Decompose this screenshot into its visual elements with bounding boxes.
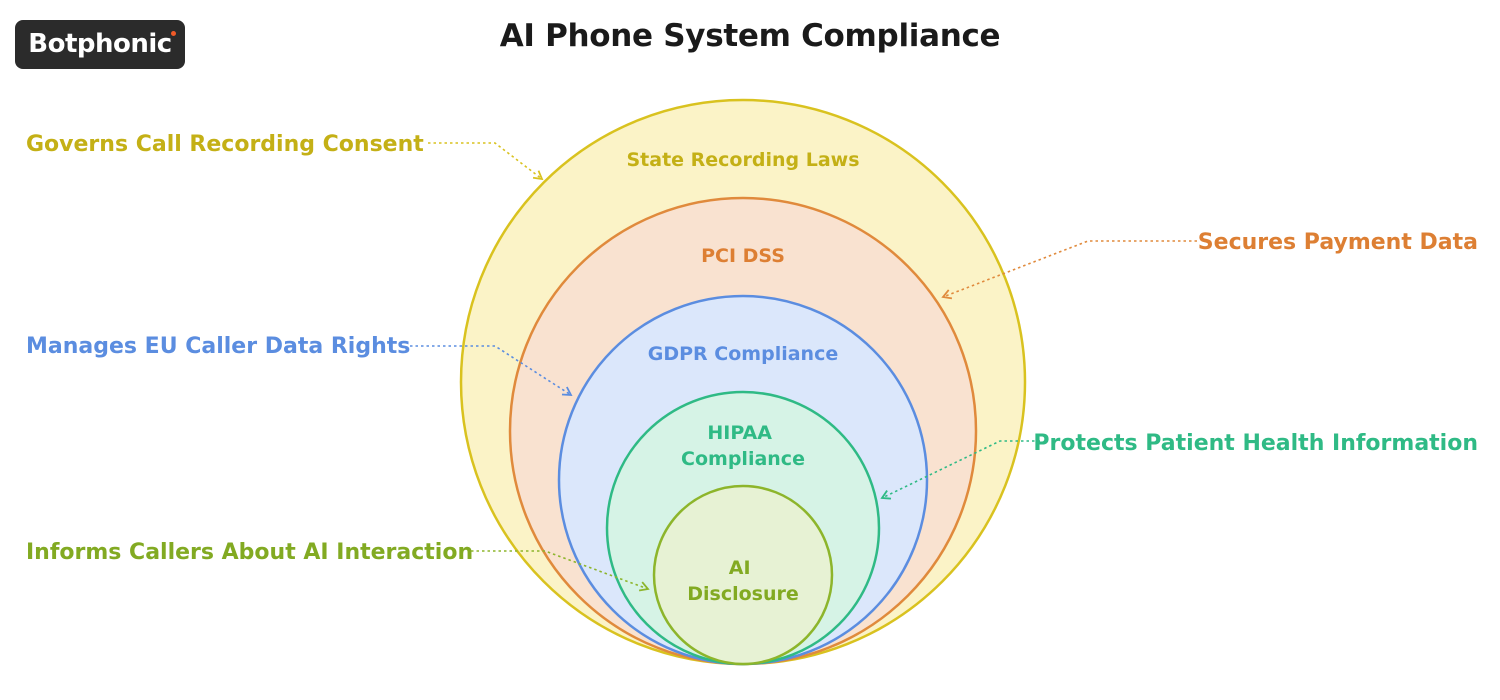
connector-hipaa-compliance xyxy=(880,440,1040,500)
label-state-recording-laws: State Recording Laws xyxy=(626,149,859,171)
label-ai-disclosure: AI Disclosure xyxy=(687,557,799,605)
label-gdpr-compliance: GDPR Compliance xyxy=(648,343,838,365)
connector-state-recording-laws xyxy=(428,142,544,181)
page-title: AI Phone System Compliance xyxy=(499,18,1001,54)
callout-ai-disclosure: Informs Callers About AI Interaction xyxy=(26,540,473,565)
circle-ai-disclosure xyxy=(652,484,834,666)
label-pci-dss: PCI DSS xyxy=(701,245,785,267)
label-hipaa-compliance: HIPAA Compliance xyxy=(681,422,805,470)
callout-pci-dss: Secures Payment Data xyxy=(1198,230,1478,255)
callout-state-recording-laws: Governs Call Recording Consent xyxy=(26,132,424,157)
logo-text: Botphonic xyxy=(28,29,172,59)
connector-ai-disclosure xyxy=(471,550,650,592)
callout-hipaa-compliance: Protects Patient Health Information xyxy=(1033,431,1478,456)
botphonic-logo: Botphonic xyxy=(15,20,185,69)
logo-accent-dot xyxy=(171,31,176,36)
callout-gdpr-compliance: Manages EU Caller Data Rights xyxy=(26,334,410,359)
connector-gdpr-compliance xyxy=(410,345,573,396)
